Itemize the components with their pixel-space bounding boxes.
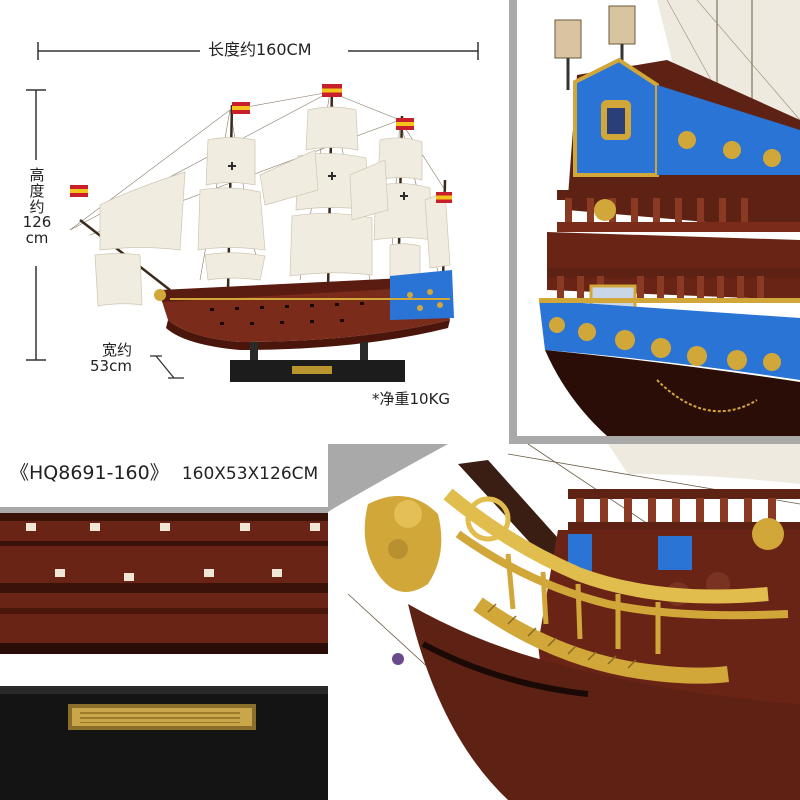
length-label: 长度约160CM: [208, 40, 312, 59]
spanish-flag-icon: [70, 84, 452, 203]
frame-divider-left: [0, 507, 328, 513]
height-label-line: 高: [29, 166, 45, 184]
dimension-line-icon: [26, 89, 46, 361]
base-plaque-image: [0, 686, 328, 800]
ship-model-image: [69, 84, 454, 382]
model-caption: 《HQ8691-160》 160X53X126CM: [10, 458, 318, 485]
bow-closeup-image: [328, 444, 800, 800]
size-spec: 160X53X126CM: [181, 464, 319, 484]
height-label: 高 度 约 126 cm: [20, 166, 54, 247]
height-label-line: cm: [25, 229, 49, 247]
height-label-line: 126: [22, 213, 52, 232]
dimension-line-icon: [37, 42, 479, 60]
frame-divider-vertical: [509, 0, 517, 440]
weight-label: *净重10KG: [372, 390, 451, 408]
model-number: 《HQ8691-160》: [10, 462, 169, 484]
hull-closeup-image: [0, 513, 328, 654]
width-label-line: 53cm: [90, 356, 132, 375]
height-label-line: 度: [29, 181, 45, 200]
frame-divider-horizontal: [509, 436, 800, 444]
height-label-line: 约: [29, 197, 45, 216]
ship-overview-panel: 长度约160CM 高 度 约 126 cm 宽约 53cm *净重10KG: [0, 0, 509, 440]
dimension-line-icon: [150, 355, 184, 379]
base-plaque-panel: [0, 686, 328, 800]
stern-closeup-image: [539, 0, 800, 436]
bow-closeup-panel: [328, 444, 800, 800]
frame-divider-bottom-left: [0, 654, 328, 686]
width-label-line: 宽约: [102, 341, 133, 359]
hull-closeup-panel: [0, 513, 328, 654]
stern-closeup-panel: [517, 0, 800, 436]
width-label: 宽约 53cm: [90, 341, 133, 375]
